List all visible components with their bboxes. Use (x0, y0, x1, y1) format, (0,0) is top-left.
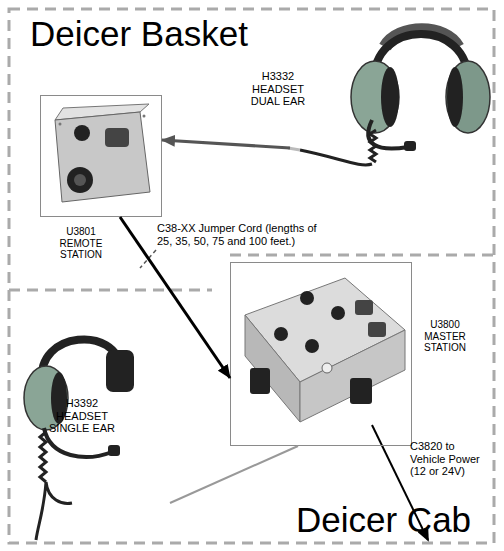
node-label: U3800 MASTER STATION (414, 319, 476, 354)
knob (74, 125, 90, 141)
connector-pin (74, 174, 86, 186)
box-side (245, 315, 300, 422)
jack-cap (105, 128, 129, 147)
connector (250, 368, 270, 394)
headset-photo: H3332 HEADSET DUAL EAR (290, 20, 490, 180)
screw (143, 115, 146, 118)
box-front (300, 330, 405, 422)
headset-cord (300, 130, 376, 165)
box-face (55, 112, 150, 202)
node-label: U3801 REMOTE STATION (51, 226, 111, 261)
microphone (404, 141, 416, 151)
ear-seal (381, 67, 399, 127)
cable-label: C38-XX Jumper Cord (lengths of 25, 35, 5… (157, 222, 319, 247)
ear-cup (446, 61, 490, 133)
region-divider (9, 289, 212, 292)
headset-photo: H3392 HEADSET SINGLE EAR (10, 325, 170, 540)
headset-cord (36, 432, 72, 540)
region-divider (230, 254, 494, 257)
knob (274, 327, 288, 341)
head-pad (106, 350, 134, 392)
jack-cap (355, 300, 373, 315)
node-label: H3392 HEADSET SINGLE EAR (48, 397, 116, 435)
station-photo: U3800 MASTER STATION (230, 262, 412, 446)
jack-cap (368, 322, 386, 337)
ear-cup (351, 61, 399, 133)
connector (67, 167, 93, 193)
leader-line (140, 250, 156, 268)
cable-note: C3820 to Vehicle Power (12 or 24V) (410, 440, 490, 478)
knob (300, 291, 314, 305)
cable-connector (162, 140, 290, 148)
connector (350, 378, 372, 404)
station-photo: U3801 REMOTE STATION (40, 95, 162, 217)
node-label: H3332 HEADSET DUAL EAR (245, 70, 311, 108)
knob (305, 339, 319, 353)
region-title: Deicer Basket (30, 14, 270, 54)
plug (288, 148, 300, 150)
microphone (108, 445, 120, 456)
region-title: Deicer Cab (296, 500, 496, 540)
outer-dashed-border (9, 9, 494, 543)
button (322, 363, 332, 373)
cable-connector (170, 446, 298, 503)
ear-seal (447, 67, 463, 127)
knob (331, 306, 345, 320)
screw (59, 123, 62, 126)
